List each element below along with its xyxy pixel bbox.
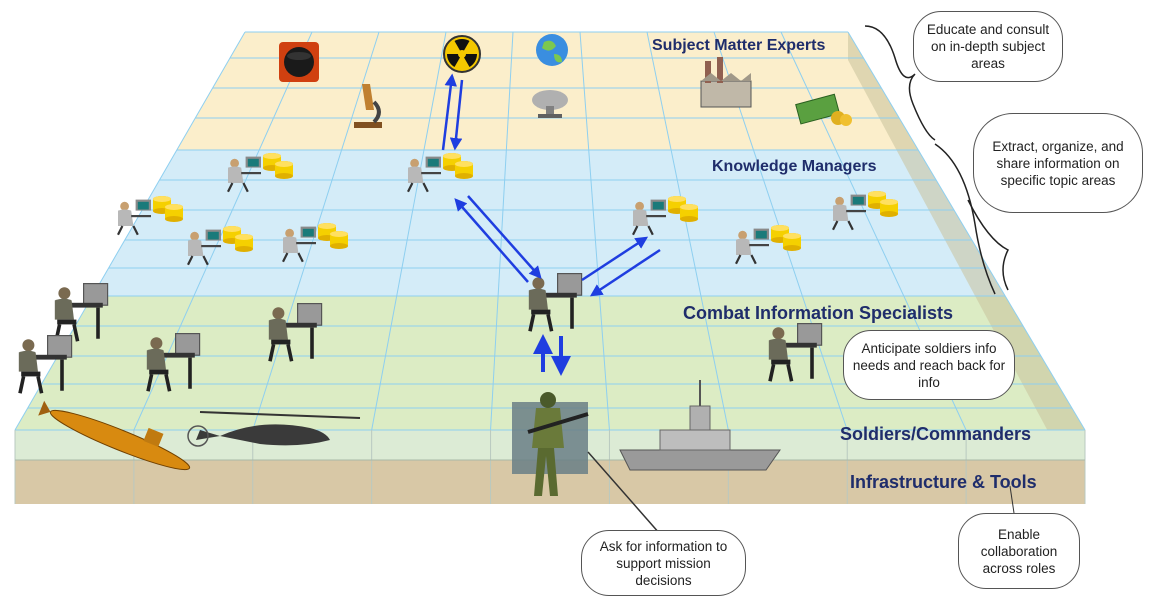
callout-ask: Ask for information to support mission d… xyxy=(581,530,746,596)
database-icon-7b xyxy=(783,233,801,251)
grid-line-v-9 xyxy=(847,31,1086,431)
connector-ask xyxy=(587,451,661,535)
layer-label-subject-matter-experts: Subject Matter Experts xyxy=(652,37,826,54)
database-icon-8b xyxy=(880,199,898,217)
arrow-km-to-sme xyxy=(441,73,457,151)
satellite-dish-icon xyxy=(532,90,568,118)
soldier-icon xyxy=(512,392,589,496)
helicopter-icon xyxy=(187,411,361,447)
warship-icon xyxy=(619,380,781,471)
database-icon-3b xyxy=(235,234,253,252)
factory-icon xyxy=(700,57,752,108)
grid-line-v-5 xyxy=(579,31,610,431)
brace-knowledge-managers xyxy=(934,143,996,295)
database-icon-1b xyxy=(275,161,293,179)
arrow-cis-to-km-left xyxy=(454,198,529,283)
band-knowledge-managers xyxy=(92,150,1006,296)
callout-enable: Enable collaboration across roles xyxy=(958,513,1080,589)
layer-label-knowledge-managers: Knowledge Managers xyxy=(712,158,877,175)
grid-line-v-0 xyxy=(14,31,246,431)
submarine-icon xyxy=(38,400,191,471)
connector-enable xyxy=(1009,485,1015,514)
layer-label-combat-information-specialists: Combat Information Specialists xyxy=(683,303,954,323)
callout-educate: Educate and consult on in-depth subject … xyxy=(913,11,1063,82)
brace-subject-matter-experts xyxy=(864,25,936,141)
database-icon-2b xyxy=(165,204,183,222)
globe-icon xyxy=(536,34,568,66)
spy-icon xyxy=(279,42,319,82)
database-icon-4b xyxy=(330,231,348,249)
database-icon-6b xyxy=(680,204,698,222)
layer-label-infrastructure-tools: Infrastructure & Tools xyxy=(850,472,1037,492)
brace-knowledge-managers-lower xyxy=(967,199,1010,291)
callout-extract: Extract, organize, and share information… xyxy=(973,113,1143,213)
arrow-sme-to-km xyxy=(449,79,464,151)
money-icon xyxy=(795,93,852,126)
arrow-km-to-cis-right xyxy=(589,248,661,297)
grid-line-v-6 xyxy=(646,31,729,431)
grid-line-v-4 xyxy=(490,31,514,431)
callout-anticipate: Anticipate soldiers info needs and reach… xyxy=(843,330,1015,400)
plane-side-face xyxy=(848,32,1085,500)
radiation-icon xyxy=(443,35,481,73)
layer-label-soldiers-commanders: Soldiers/Commanders xyxy=(840,424,1032,444)
arrow-km-to-cis-left xyxy=(467,195,542,279)
grid-line-v-3 xyxy=(371,31,447,431)
arrow-cis-to-km-right xyxy=(581,236,649,282)
database-icon-5b xyxy=(455,161,473,179)
microscope-icon xyxy=(354,84,382,128)
